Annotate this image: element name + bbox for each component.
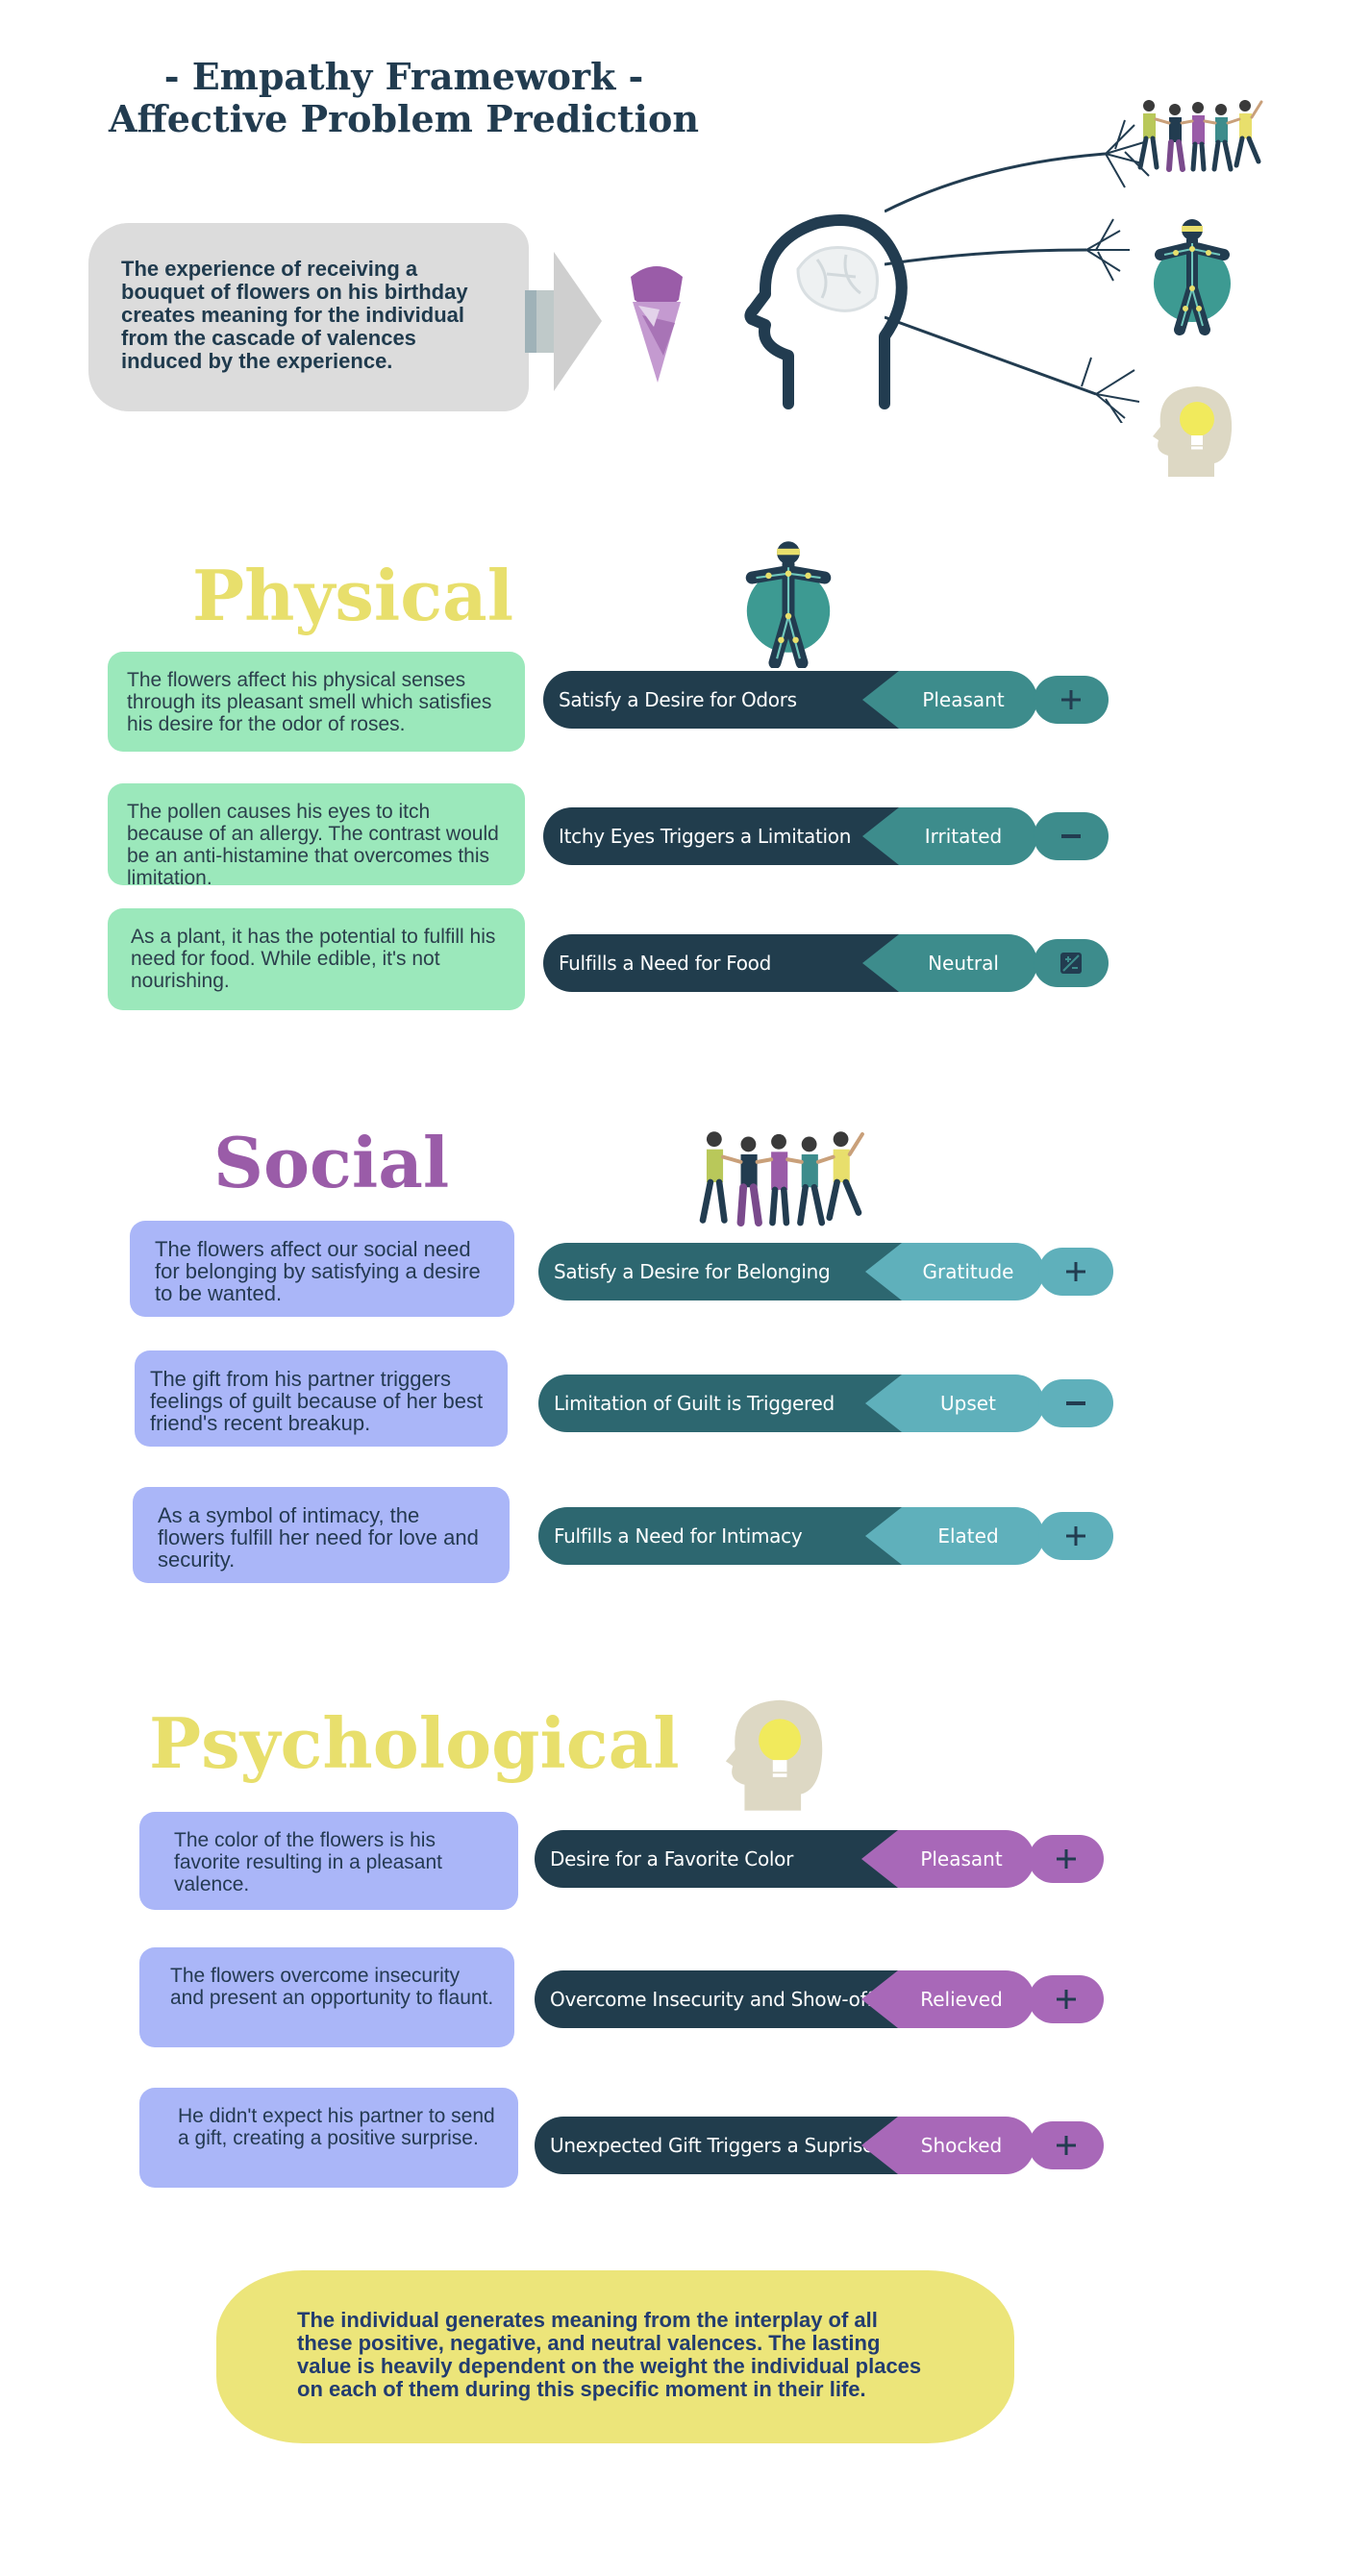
plus-icon	[1029, 2121, 1104, 2169]
plus-icon	[1038, 1512, 1113, 1560]
plus-icon	[1034, 676, 1109, 724]
neutral-icon	[1034, 939, 1109, 987]
pill-label: Fulfills a Need for Food	[543, 934, 899, 992]
social-desc-1: The flowers affect our social need for b…	[130, 1221, 514, 1317]
human-body-joints-icon	[745, 541, 832, 668]
minus-icon	[1034, 812, 1109, 860]
physical-desc-2: The pollen causes his eyes to itch becau…	[108, 783, 525, 889]
plus-icon	[1029, 1835, 1104, 1883]
minus-icon	[1038, 1379, 1113, 1427]
valence-badge: Upset	[865, 1375, 1044, 1432]
valence-badge: Pleasant	[862, 671, 1037, 729]
pill-label: Satisfy a Desire for Belonging	[538, 1243, 904, 1300]
pill-label: Itchy Eyes Triggers a Limitation	[543, 807, 899, 865]
psychological-desc-1: The color of the flowers is his favorite…	[139, 1812, 518, 1910]
social-pill-2: Limitation of Guilt is Triggered Upset	[538, 1375, 1115, 1432]
physical-pill-3: Fulfills a Need for Food Neutral	[543, 934, 1110, 992]
psychological-pill-1: Desire for a Favorite Color Pleasant	[535, 1830, 1108, 1888]
pill-label: Satisfy a Desire for Odors	[543, 671, 899, 729]
group-people-icon	[699, 1131, 864, 1227]
social-desc-3: As a symbol of intimacy, the flowers ful…	[133, 1487, 510, 1583]
physical-desc-1: The flowers affect his physical senses t…	[108, 652, 525, 752]
social-pill-3: Fulfills a Need for Intimacy Elated	[538, 1507, 1115, 1565]
human-head-brain-icon	[744, 214, 908, 409]
valence-badge: Pleasant	[861, 1830, 1034, 1888]
valence-badge: Gratitude	[865, 1243, 1044, 1300]
pill-label: Overcome Insecurity and Show-off	[535, 1970, 910, 2028]
conclusion-box: The individual generates meaning from th…	[216, 2270, 1014, 2443]
valence-badge: Relieved	[861, 1970, 1034, 2028]
valence-badge: Neutral	[862, 934, 1037, 992]
physical-pill-1: Satisfy a Desire for Odors Pleasant	[543, 671, 1110, 729]
psychological-desc-3: He didn't expect his partner to send a g…	[139, 2088, 518, 2188]
physical-desc-3: As a plant, it has the potential to fulf…	[108, 908, 525, 1010]
physical-pill-2: Itchy Eyes Triggers a Limitation Irritat…	[543, 807, 1110, 865]
head-lightbulb-icon	[725, 1699, 823, 1811]
arrow-right-icon	[525, 252, 602, 391]
psychological-desc-2: The flowers overcome insecurity and pres…	[139, 1947, 514, 2047]
social-desc-2: The gift from his partner triggers feeli…	[135, 1350, 508, 1447]
neuron-branches-icon	[885, 119, 1150, 423]
physical-heading: Physical	[192, 555, 514, 636]
pill-label: Limitation of Guilt is Triggered	[538, 1375, 904, 1432]
title-line-2: Affective Problem Prediction	[109, 97, 699, 140]
social-pill-1: Satisfy a Desire for Belonging Gratitude	[538, 1243, 1115, 1300]
page-title: - Empathy Framework - Affective Problem …	[87, 56, 721, 140]
psychological-heading: Psychological	[149, 1702, 680, 1784]
pill-label: Desire for a Favorite Color	[535, 1830, 910, 1888]
title-line-1: - Empathy Framework -	[163, 55, 644, 98]
head-lightbulb-icon	[1153, 386, 1233, 477]
psychological-pill-2: Overcome Insecurity and Show-off Relieve…	[535, 1970, 1108, 2028]
flower-bouquet-icon	[631, 266, 683, 383]
valence-badge: Irritated	[862, 807, 1037, 865]
valence-badge: Elated	[865, 1507, 1044, 1565]
valence-badge: Shocked	[861, 2117, 1034, 2174]
human-body-joints-icon	[1154, 219, 1231, 335]
plus-icon	[1029, 1975, 1104, 2023]
group-people-icon	[1137, 100, 1263, 172]
pill-label: Unexpected Gift Triggers a Suprise	[535, 2117, 910, 2174]
pill-label: Fulfills a Need for Intimacy	[538, 1507, 904, 1565]
plus-icon	[1038, 1248, 1113, 1296]
intro-text-box: The experience of receiving a bouquet of…	[88, 223, 529, 411]
social-heading: Social	[213, 1122, 450, 1203]
psychological-pill-3: Unexpected Gift Triggers a Suprise Shock…	[535, 2117, 1108, 2174]
